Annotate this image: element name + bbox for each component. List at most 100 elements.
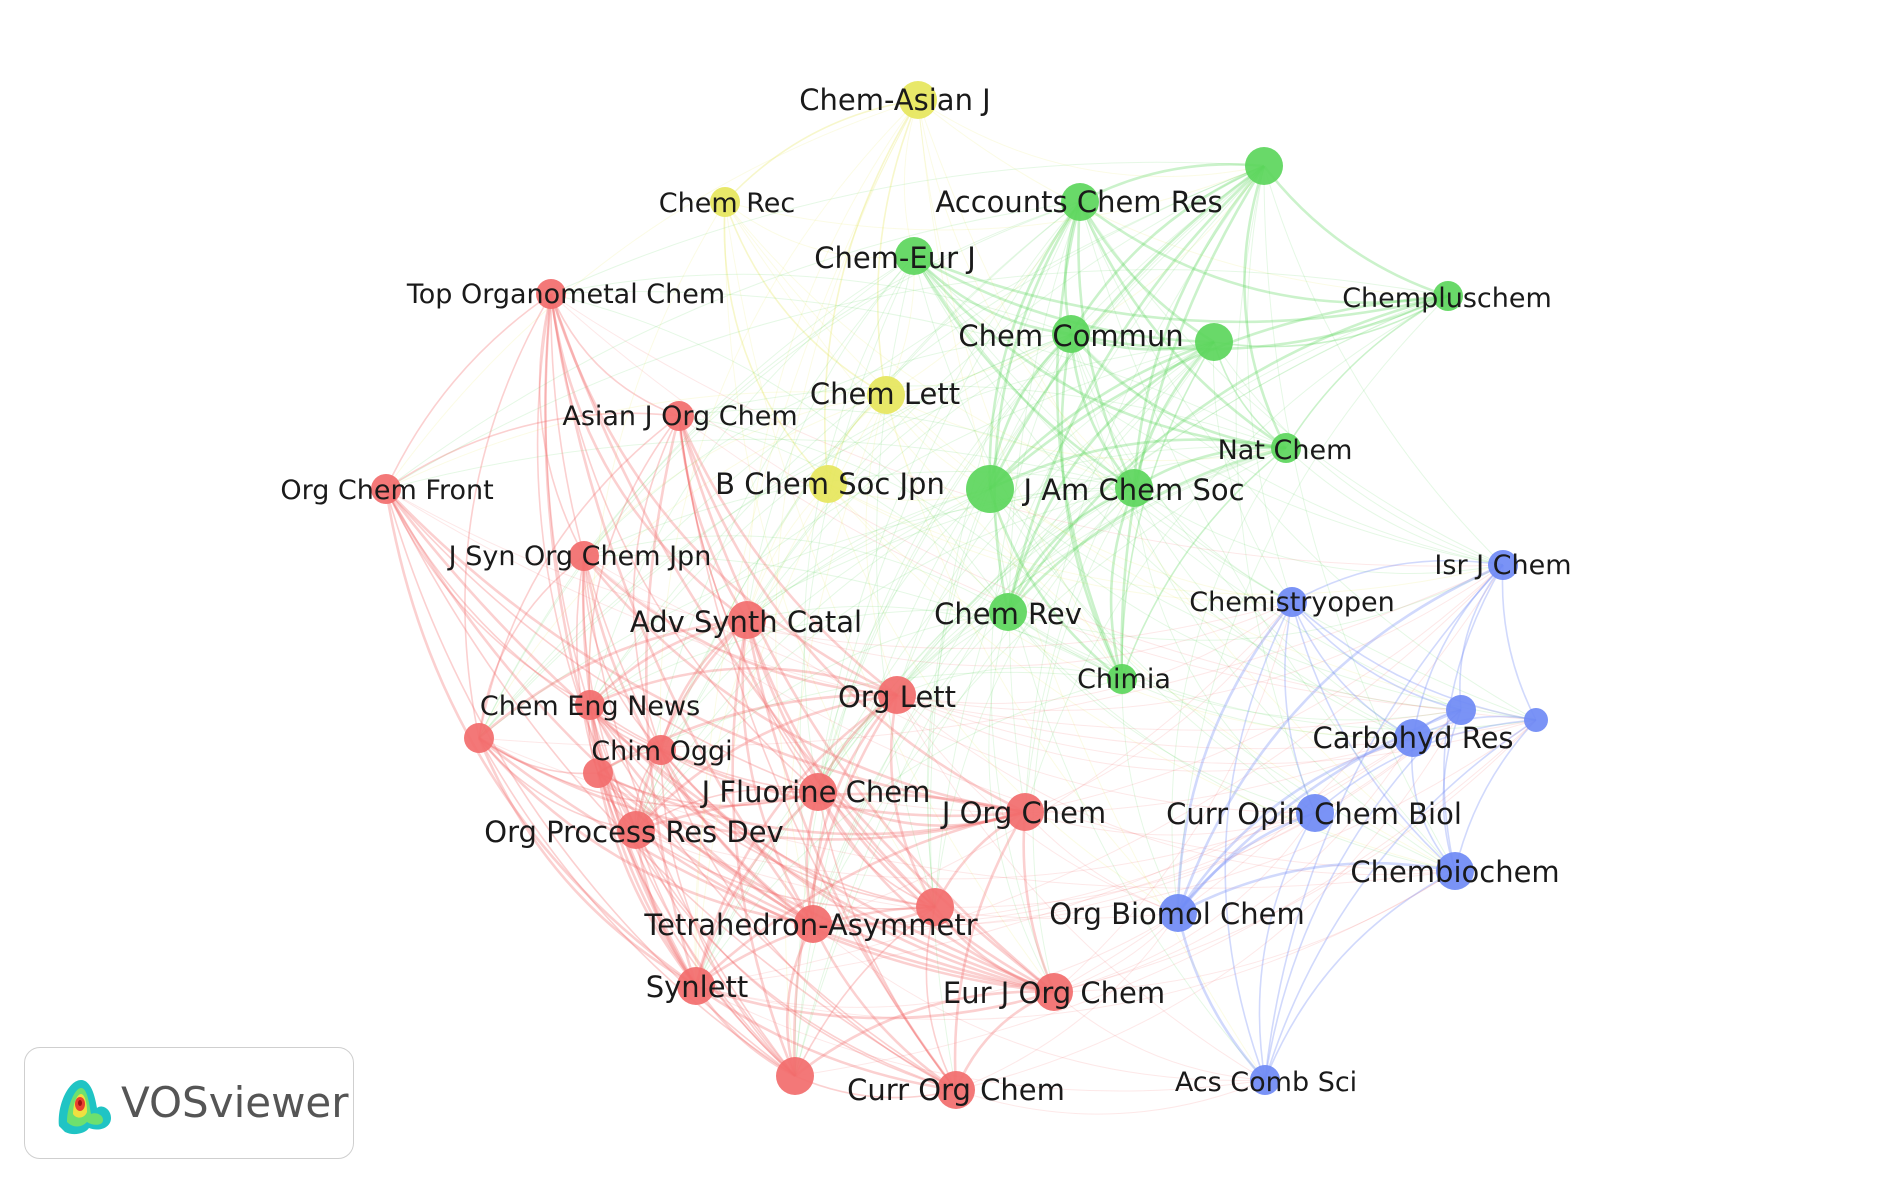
node-label-chembiochem[interactable]: Chembiochem: [1350, 855, 1559, 889]
node-chem-rec[interactable]: [710, 187, 740, 217]
node-isr-j-chem[interactable]: [1488, 550, 1518, 580]
node-label-j-syn-org-chem-jpn[interactable]: J Syn Org Chem Jpn: [447, 541, 712, 572]
node-label-curr-org-chem[interactable]: Curr Org Chem: [847, 1073, 1065, 1107]
node-accounts-chem-res[interactable]: [1061, 183, 1099, 221]
node-j-am-chem-soc[interactable]: [1115, 469, 1153, 507]
node-label-accounts-chem-res[interactable]: Accounts Chem Res: [935, 185, 1222, 219]
edge-chim-oggi-j-org-chem: [660, 748, 1026, 818]
edge-chem-rev-org-process-res-dev: [635, 611, 1009, 831]
edge-unlabeled-green-top-chemistryopen: [1246, 165, 1293, 603]
node-chem-eng-news[interactable]: [575, 690, 605, 720]
node-carbohyd-res[interactable]: [1394, 719, 1432, 757]
node-chempluschem[interactable]: [1433, 281, 1463, 311]
node-label-chimia[interactable]: Chimia: [1077, 664, 1171, 695]
node-label-isr-j-chem[interactable]: Isr J Chem: [1434, 550, 1571, 581]
edge-chem-rev-chem-eng-news: [589, 609, 1009, 706]
node-label-chem-rec[interactable]: Chem Rec: [659, 188, 795, 219]
node-unlabeled-blue-b[interactable]: [1524, 708, 1548, 732]
node-label-top-organometal-chem[interactable]: Top Organometal Chem: [406, 279, 725, 310]
node-chemistryopen[interactable]: [1277, 587, 1307, 617]
node-label-org-biomol-chem[interactable]: Org Biomol Chem: [1049, 897, 1305, 931]
node-label-eur-j-org-chem[interactable]: Eur J Org Chem: [943, 976, 1165, 1010]
edge-unlabeled-red-center-unlabeled-red-bottom: [794, 906, 936, 1077]
node-unlabeled-green-mid[interactable]: [1195, 323, 1233, 361]
node-unlabeled-green-center[interactable]: [966, 465, 1014, 513]
edge-j-am-chem-soc-curr-opin-chem-biol: [1133, 487, 1316, 814]
node-chembiochem[interactable]: [1436, 852, 1474, 890]
node-label-b-chem-soc-jpn[interactable]: B Chem Soc Jpn: [715, 467, 945, 501]
node-label-chim-oggi[interactable]: Chim Oggi: [591, 736, 732, 767]
node-j-fluorine-chem[interactable]: [799, 773, 837, 811]
node-nat-chem[interactable]: [1271, 433, 1301, 463]
node-eur-j-org-chem[interactable]: [1035, 973, 1073, 1011]
node-chem-lett[interactable]: [867, 376, 905, 414]
edge-top-organometal-chem-chim-oggi: [550, 293, 662, 751]
node-org-lett[interactable]: [878, 676, 916, 714]
edge-j-fluorine-chem-unlabeled-red-center: [817, 791, 936, 908]
node-chimia[interactable]: [1107, 664, 1137, 694]
node-org-biomol-chem[interactable]: [1159, 894, 1197, 932]
node-label-j-org-chem[interactable]: J Org Chem: [940, 796, 1106, 830]
node-unlabeled-red-oggi[interactable]: [583, 758, 613, 788]
node-label-j-fluorine-chem[interactable]: J Fluorine Chem: [700, 775, 931, 809]
node-unlabeled-green-top[interactable]: [1245, 147, 1283, 185]
edge-eur-j-org-chem-curr-opin-chem-biol: [1053, 812, 1316, 993]
node-label-org-lett[interactable]: Org Lett: [838, 680, 956, 714]
node-label-chem-eur-j[interactable]: Chem-Eur J: [814, 241, 976, 275]
node-unlabeled-red-center[interactable]: [916, 888, 954, 926]
node-chem-asian-j[interactable]: [899, 81, 937, 119]
edge-j-am-chem-soc-chimia: [1109, 487, 1136, 680]
node-label-carbohyd-res[interactable]: Carbohyd Res: [1312, 721, 1513, 755]
node-synlett[interactable]: [677, 967, 715, 1005]
node-label-j-am-chem-soc[interactable]: J Am Chem Soc: [1021, 473, 1244, 507]
edge-eur-j-org-chem-unlabeled-red-bottom: [794, 990, 1055, 1078]
edge-asian-j-org-chem-curr-org-chem: [678, 415, 957, 1091]
edge-unlabeled-red-left-isr-j-chem: [478, 564, 1504, 747]
node-asian-j-org-chem[interactable]: [664, 401, 694, 431]
node-unlabeled-blue-a[interactable]: [1446, 695, 1476, 725]
node-label-chem-eng-news[interactable]: Chem Eng News: [480, 691, 700, 722]
edge-nat-chem-isr-j-chem: [1285, 447, 1504, 566]
node-chim-oggi[interactable]: [646, 735, 676, 765]
edge-asian-j-org-chem-chim-oggi: [632, 415, 680, 751]
node-label-curr-opin-chem-biol[interactable]: Curr Opin Chem Biol: [1166, 797, 1462, 831]
node-chem-commun[interactable]: [1052, 315, 1090, 353]
node-label-nat-chem[interactable]: Nat Chem: [1218, 435, 1353, 466]
node-label-chem-rev[interactable]: Chem Rev: [934, 597, 1082, 631]
node-label-chem-commun[interactable]: Chem Commun: [958, 319, 1183, 353]
node-label-chemistryopen[interactable]: Chemistryopen: [1189, 587, 1395, 618]
node-org-chem-front[interactable]: [371, 474, 401, 504]
node-top-organometal-chem[interactable]: [536, 279, 566, 309]
node-chem-rev[interactable]: [989, 593, 1027, 631]
node-label-acs-comb-sci[interactable]: Acs Comb Sci: [1175, 1067, 1357, 1098]
node-label-chempluschem[interactable]: Chempluschem: [1342, 283, 1552, 314]
node-acs-comb-sci[interactable]: [1250, 1065, 1280, 1095]
node-label-chem-lett[interactable]: Chem Lett: [810, 377, 960, 411]
node-curr-opin-chem-biol[interactable]: [1296, 794, 1334, 832]
edge-j-am-chem-soc-chem-rev: [1006, 486, 1135, 613]
node-tetrahedron-asymmetr[interactable]: [794, 905, 832, 943]
node-label-asian-j-org-chem[interactable]: Asian J Org Chem: [562, 401, 797, 432]
node-unlabeled-red-left[interactable]: [464, 723, 494, 753]
node-label-synlett[interactable]: Synlett: [646, 970, 749, 1004]
node-label-tetrahedron-asymmetr[interactable]: Tetrahedron-Asymmetr: [643, 908, 977, 942]
node-label-adv-synth-catal[interactable]: Adv Synth Catal: [630, 605, 862, 639]
node-j-org-chem[interactable]: [1006, 793, 1044, 831]
edge-unlabeled-red-left-chembiochem: [478, 737, 1456, 889]
node-chem-eur-j[interactable]: [895, 237, 933, 275]
node-b-chem-soc-jpn[interactable]: [809, 465, 847, 503]
node-label-chem-asian-j[interactable]: Chem-Asian J: [799, 83, 990, 117]
node-curr-org-chem[interactable]: [937, 1071, 975, 1109]
node-unlabeled-red-bottom[interactable]: [776, 1057, 814, 1095]
node-label-org-process-res-dev[interactable]: Org Process Res Dev: [484, 815, 783, 849]
node-j-syn-org-chem-jpn[interactable]: [569, 541, 599, 571]
node-label-org-chem-front[interactable]: Org Chem Front: [280, 475, 493, 506]
edge-j-syn-org-chem-jpn-j-org-chem: [582, 555, 1026, 814]
edge-chem-eur-j-chem-eng-news: [589, 255, 915, 706]
node-org-process-res-dev[interactable]: [617, 811, 655, 849]
edge-synlett-chembiochem: [695, 870, 1456, 1020]
edge-chem-asian-j-org-chem-front: [385, 99, 919, 490]
node-adv-synth-catal[interactable]: [728, 601, 766, 639]
